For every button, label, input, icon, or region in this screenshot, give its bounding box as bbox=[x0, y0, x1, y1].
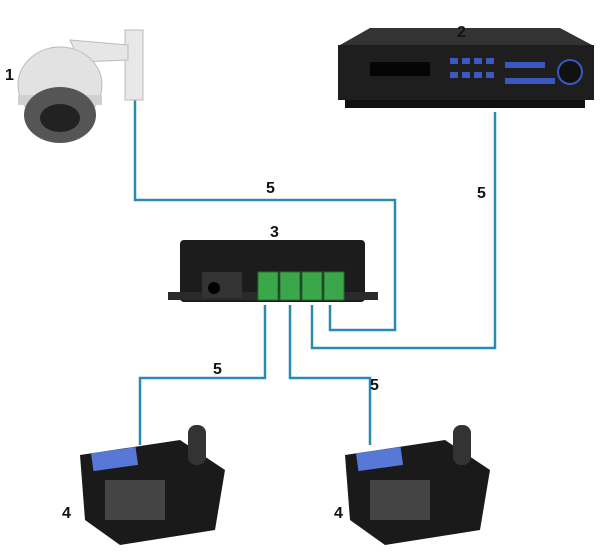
keyboard-controller-right bbox=[345, 425, 490, 545]
cable-keyboard-left bbox=[138, 305, 267, 445]
label-dvr: 2 bbox=[457, 24, 466, 41]
label-cable-keyboard-right: 5 bbox=[370, 377, 379, 394]
cable-dvr bbox=[310, 112, 497, 350]
cable-keyboard-right bbox=[288, 305, 372, 445]
ptz-camera bbox=[17, 29, 144, 143]
converter-box bbox=[168, 240, 378, 302]
label-camera: 1 bbox=[5, 67, 14, 84]
label-cable-dvr: 5 bbox=[477, 185, 486, 202]
keyboard-controller-left bbox=[80, 425, 225, 545]
cable-camera bbox=[133, 98, 397, 332]
label-keyboard-right: 4 bbox=[334, 505, 343, 522]
label-cable-keyboard-left: 5 bbox=[213, 361, 222, 378]
label-converter: 3 bbox=[270, 224, 279, 241]
label-keyboard-left: 4 bbox=[62, 505, 71, 522]
label-cable-camera: 5 bbox=[266, 180, 275, 197]
dvr-recorder bbox=[338, 28, 594, 108]
